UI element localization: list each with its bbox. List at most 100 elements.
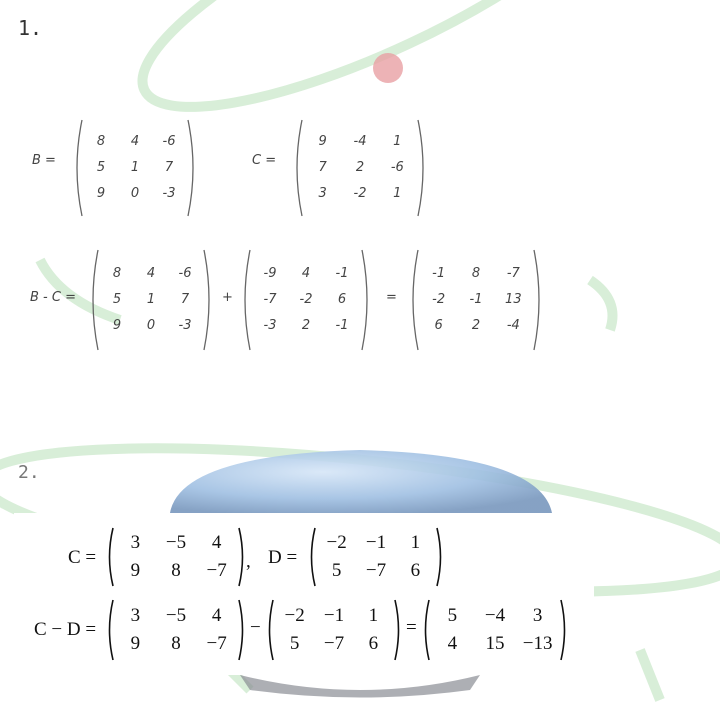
matrix-cell: -3	[162, 186, 176, 201]
matrix-cell: 8	[171, 560, 181, 581]
matrix-entries: 3 −5 4 9 8 −7	[115, 529, 237, 585]
operator-equals: =	[406, 617, 417, 638]
matrix-cell: -9	[263, 266, 277, 281]
matrix-cell: -1	[469, 292, 483, 307]
matrix-cell: −7	[206, 560, 227, 581]
left-paren	[268, 599, 274, 661]
left-paren	[412, 249, 419, 351]
matrix-cell: -6	[390, 160, 404, 175]
operator-minus: −	[250, 617, 261, 638]
matrix-parentheses	[310, 527, 442, 587]
matrix-cell: 5	[112, 292, 122, 307]
matrix-cell: −5	[165, 532, 187, 553]
matrix-cell: 9	[318, 134, 327, 149]
matrix-cell: 15	[485, 633, 505, 654]
right-paren	[361, 249, 368, 351]
matrix-cell: 3	[532, 605, 543, 626]
matrix-cell: 1	[410, 532, 421, 553]
matrix-cell: 7	[318, 160, 327, 175]
matrix-cell: 3	[130, 605, 141, 626]
matrix-cell: 9	[130, 560, 141, 581]
matrix-cell: -1	[432, 266, 446, 281]
matrix-parentheses	[296, 119, 424, 217]
matrix-result: 5 −4 3 4 15 −13	[420, 598, 570, 662]
matrix-cell: -3	[263, 318, 277, 333]
matrix-parentheses	[92, 249, 210, 351]
matrix-cell: 13	[505, 292, 522, 307]
matrix-d-label: D =	[268, 547, 298, 568]
left-paren	[76, 119, 83, 217]
matrix-cell: 1	[368, 605, 379, 626]
matrix-cell: -7	[263, 292, 277, 307]
matrix-cell: −7	[323, 633, 345, 654]
matrix-c-label: C =	[252, 153, 277, 168]
matrix-parentheses	[244, 249, 368, 351]
matrix-cell: −7	[206, 633, 227, 654]
matrix-cell: -3	[178, 318, 192, 333]
matrix-cell: 5	[447, 605, 458, 626]
matrix-cell: 3	[130, 532, 141, 553]
matrix-cell: -6	[178, 266, 192, 281]
matrix-cell: -2	[432, 292, 446, 307]
left-paren	[108, 527, 114, 587]
separator-comma: ,	[246, 551, 251, 572]
matrix-cell: 0	[130, 186, 140, 201]
right-paren	[417, 119, 424, 217]
right-paren	[436, 527, 442, 587]
matrix-cell: 8	[112, 266, 122, 281]
right-paren	[560, 599, 566, 661]
equation-label: B - C =	[30, 290, 76, 305]
matrix-c-label: C =	[68, 547, 97, 568]
matrix-cell: 6	[410, 560, 421, 581]
matrix-cell: 4	[146, 266, 156, 281]
matrix-cell: −1	[323, 605, 345, 626]
matrix-c: 3 −5 4 9 8 −7	[104, 526, 248, 588]
left-paren	[296, 119, 303, 217]
matrix-cell: 2	[301, 318, 311, 333]
matrix-cell: -2	[299, 292, 313, 307]
matrix-cell: −7	[365, 560, 387, 581]
matrix-cell: 7	[164, 160, 174, 175]
matrix-cell: 4	[301, 266, 311, 281]
matrix-cell: −4	[484, 605, 506, 626]
matrix-cell: 1	[393, 134, 402, 149]
matrix-cell: -7	[506, 266, 520, 281]
matrix-cell: 1	[130, 160, 140, 175]
matrix-parentheses	[412, 249, 540, 351]
matrix-cell: 5	[96, 160, 106, 175]
right-paren	[394, 599, 400, 661]
equation-label: C − D =	[34, 619, 97, 640]
matrix-cell: −2	[284, 605, 305, 626]
matrix-cell: 8	[96, 134, 106, 149]
matrix-cell: 4	[211, 532, 222, 553]
matrix-cell: −13	[522, 633, 553, 654]
matrix-cell: 8	[171, 633, 181, 654]
matrix-cell: −5	[165, 605, 187, 626]
matrix-cell: 7	[180, 292, 190, 307]
matrix-cell: 1	[146, 292, 156, 307]
matrix-cell: 0	[146, 318, 156, 333]
matrix-cell: 9	[130, 633, 141, 654]
matrix-cell: 5	[331, 560, 342, 581]
right-paren	[203, 249, 210, 351]
matrix-parentheses	[76, 119, 194, 217]
matrix-cell: 9	[96, 186, 106, 201]
matrix-cell: 4	[447, 633, 458, 654]
left-paren	[108, 599, 114, 661]
matrix-cell: 5	[289, 633, 300, 654]
matrix-cell: -4	[506, 318, 520, 333]
matrix-parentheses	[424, 599, 566, 661]
matrix-cell: 3	[318, 186, 327, 201]
